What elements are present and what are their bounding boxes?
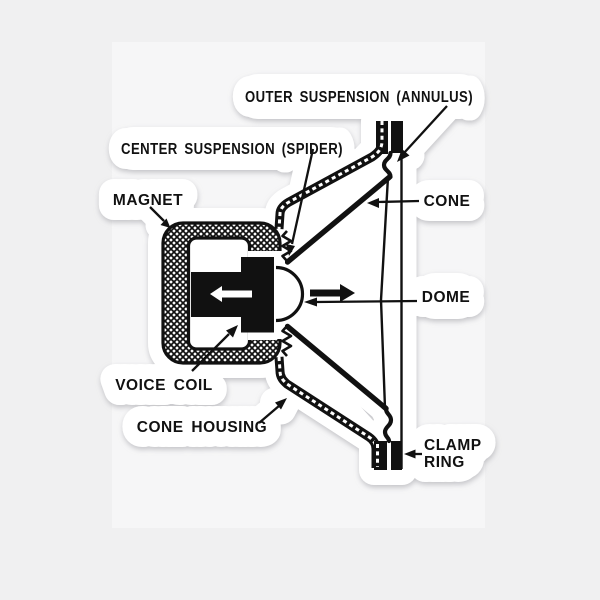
label-center-suspension: CENTER SUSPENSION (SPIDER): [121, 141, 343, 158]
arrowhead-cone: [367, 198, 379, 208]
frame-line-left: [379, 176, 390, 409]
label-outer-suspension: OUTER SUSPENSION (ANNULUS): [245, 89, 473, 106]
leader-dome: [315, 299, 418, 304]
arrowhead-center-suspension: [286, 244, 295, 256]
leader-voice-coil: [191, 333, 230, 372]
leader-magnet: [149, 206, 165, 222]
label-pill-clamp-ring: [411, 428, 484, 479]
cone-housing-top-texture: [277, 121, 384, 230]
label-clamp-ring-line1: CLAMP: [424, 437, 482, 454]
basket-flange-bottom: [374, 441, 387, 470]
motion-arrow-right-icon: [310, 284, 355, 302]
label-pill-cone-housing: [133, 407, 271, 446]
voice-coil-bottom: [241, 317, 274, 333]
leader-center-suspension: [290, 148, 315, 245]
dome-shape: [275, 265, 305, 323]
clamp-ring-bottom: [391, 441, 402, 470]
leader-outer-suspension: [403, 105, 448, 154]
motion-arrow-left-icon: [210, 286, 252, 302]
magnet-gap-bottom: [248, 332, 275, 340]
leader-cone: [377, 199, 420, 204]
label-dome: DOME: [422, 289, 471, 306]
outer-suspension-bottom: [382, 406, 394, 444]
label-magnet: MAGNET: [113, 192, 183, 209]
label-cone-housing: CONE HOUSING: [137, 419, 267, 436]
label-cone: CONE: [424, 193, 471, 210]
label-pill-magnet: [104, 181, 192, 218]
sticker-fill-bottom-gap: [281, 325, 388, 443]
center-suspension-bottom: [281, 325, 293, 357]
label-voice-coil: VOICE COIL: [115, 377, 213, 394]
arrowhead-outer-suspension: [397, 149, 410, 162]
clamp-ring-top: [391, 121, 403, 153]
diagram-art: OUTER SUSPENSION (ANNULUS) CENTER SUSPEN…: [113, 89, 482, 471]
magnet-gap-top: [248, 251, 275, 258]
arrowhead-voice-coil: [226, 325, 238, 338]
cone-housing-bottom-texture: [277, 356, 378, 468]
voice-coil-top: [241, 257, 274, 272]
cone-top-line: [284, 174, 392, 265]
arrowhead-dome: [304, 297, 317, 307]
label-clamp-ring-line2: RING: [424, 454, 465, 471]
outer-suspension-top: [381, 150, 393, 180]
arrowhead-cone-housing: [275, 398, 287, 410]
label-pill-outer-suspension: [236, 74, 482, 119]
leader-cone-housing: [258, 404, 281, 424]
label-pill-center-suspension: [112, 127, 352, 170]
sticker-fill-top-gap: [281, 138, 390, 262]
label-pill-dome: [413, 273, 480, 319]
arrowhead-magnet: [160, 218, 171, 228]
label-pill-voice-coil: [107, 365, 221, 404]
arrowhead-clamp-ring: [404, 449, 416, 459]
label-pill-cone: [413, 180, 482, 221]
center-suspension-top: [281, 230, 293, 262]
cone-bottom-line: [284, 323, 389, 412]
